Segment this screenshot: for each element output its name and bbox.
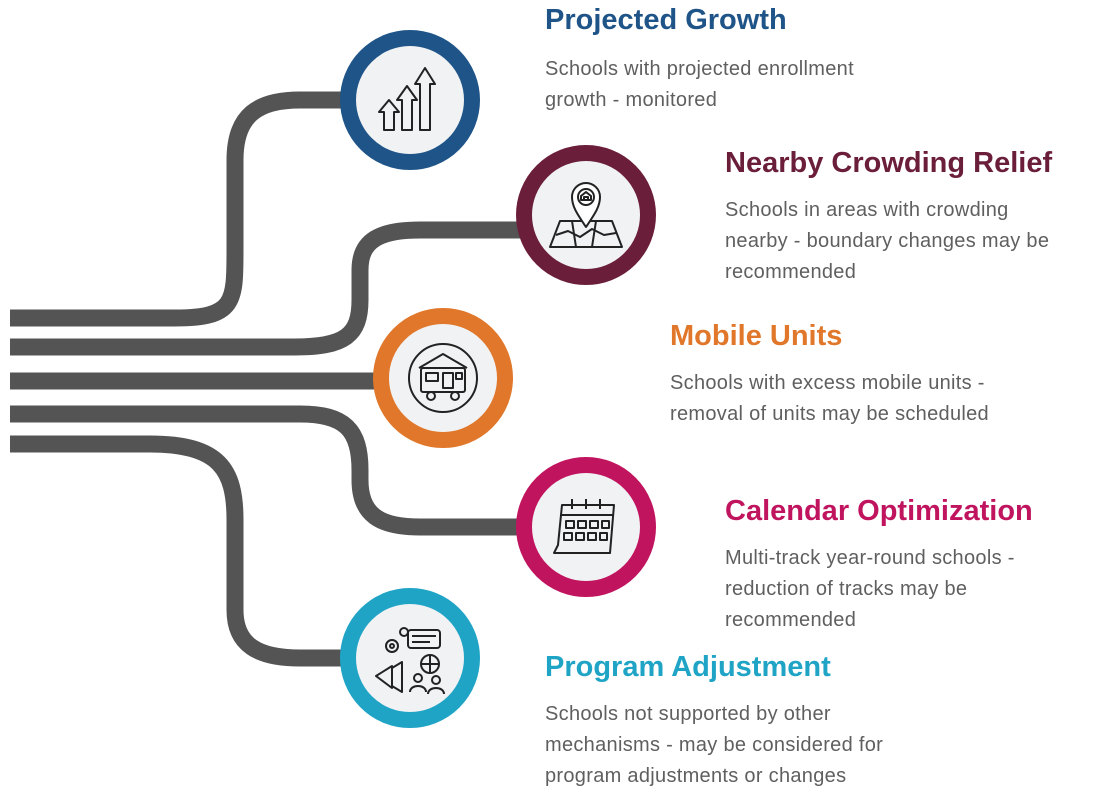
desc-calendar-optimization: Multi-track year-round schools - reducti… — [725, 543, 1015, 636]
program-adjustment-icon — [375, 627, 445, 695]
desc-line: Schools in areas with crowding — [725, 199, 1009, 221]
desc-line: reduction of tracks may be — [725, 578, 968, 600]
node-nearby-crowding-relief — [516, 145, 656, 285]
desc-line: recommended — [725, 609, 857, 631]
desc-line: removal of units may be scheduled — [670, 403, 989, 425]
desc-line: Schools not supported by other — [545, 703, 831, 725]
growth-arrows-icon — [378, 67, 436, 131]
title-nearby-crowding-relief: Nearby Crowding Relief — [725, 147, 1053, 179]
title-mobile-units: Mobile Units — [670, 320, 843, 352]
desc-line: recommended — [725, 261, 857, 283]
node-projected-growth — [340, 30, 480, 170]
desc-line: growth - monitored — [545, 89, 718, 111]
node-mobile-units — [373, 308, 513, 448]
mobile-unit-icon — [408, 343, 478, 413]
desc-mobile-units: Schools with excess mobile units - remov… — [670, 368, 989, 430]
node-program-adjustment — [340, 588, 480, 728]
connector-line-1 — [10, 91, 360, 327]
desc-line: program adjustments or changes — [545, 765, 847, 787]
desc-projected-growth: Schools with projected enrollment growth… — [545, 54, 854, 116]
connector-line-5 — [10, 435, 360, 667]
map-pin-school-icon — [549, 182, 623, 248]
connector-line-4 — [10, 405, 530, 536]
desc-line: mechanisms - may be considered for — [545, 734, 884, 756]
calendar-icon — [553, 499, 615, 554]
desc-line: Schools with excess mobile units - — [670, 372, 985, 394]
title-calendar-optimization: Calendar Optimization — [725, 495, 1033, 527]
title-projected-growth: Projected Growth — [545, 4, 787, 36]
desc-line: Schools with projected enrollment — [545, 58, 854, 80]
connector-line-2 — [10, 221, 530, 356]
node-calendar-optimization — [516, 457, 656, 597]
desc-nearby-crowding-relief: Schools in areas with crowding nearby - … — [725, 195, 1049, 288]
desc-line: Multi-track year-round schools - — [725, 547, 1015, 569]
desc-program-adjustment: Schools not supported by other mechanism… — [545, 699, 883, 792]
desc-line: nearby - boundary changes may be — [725, 230, 1050, 252]
title-program-adjustment: Program Adjustment — [545, 651, 831, 683]
